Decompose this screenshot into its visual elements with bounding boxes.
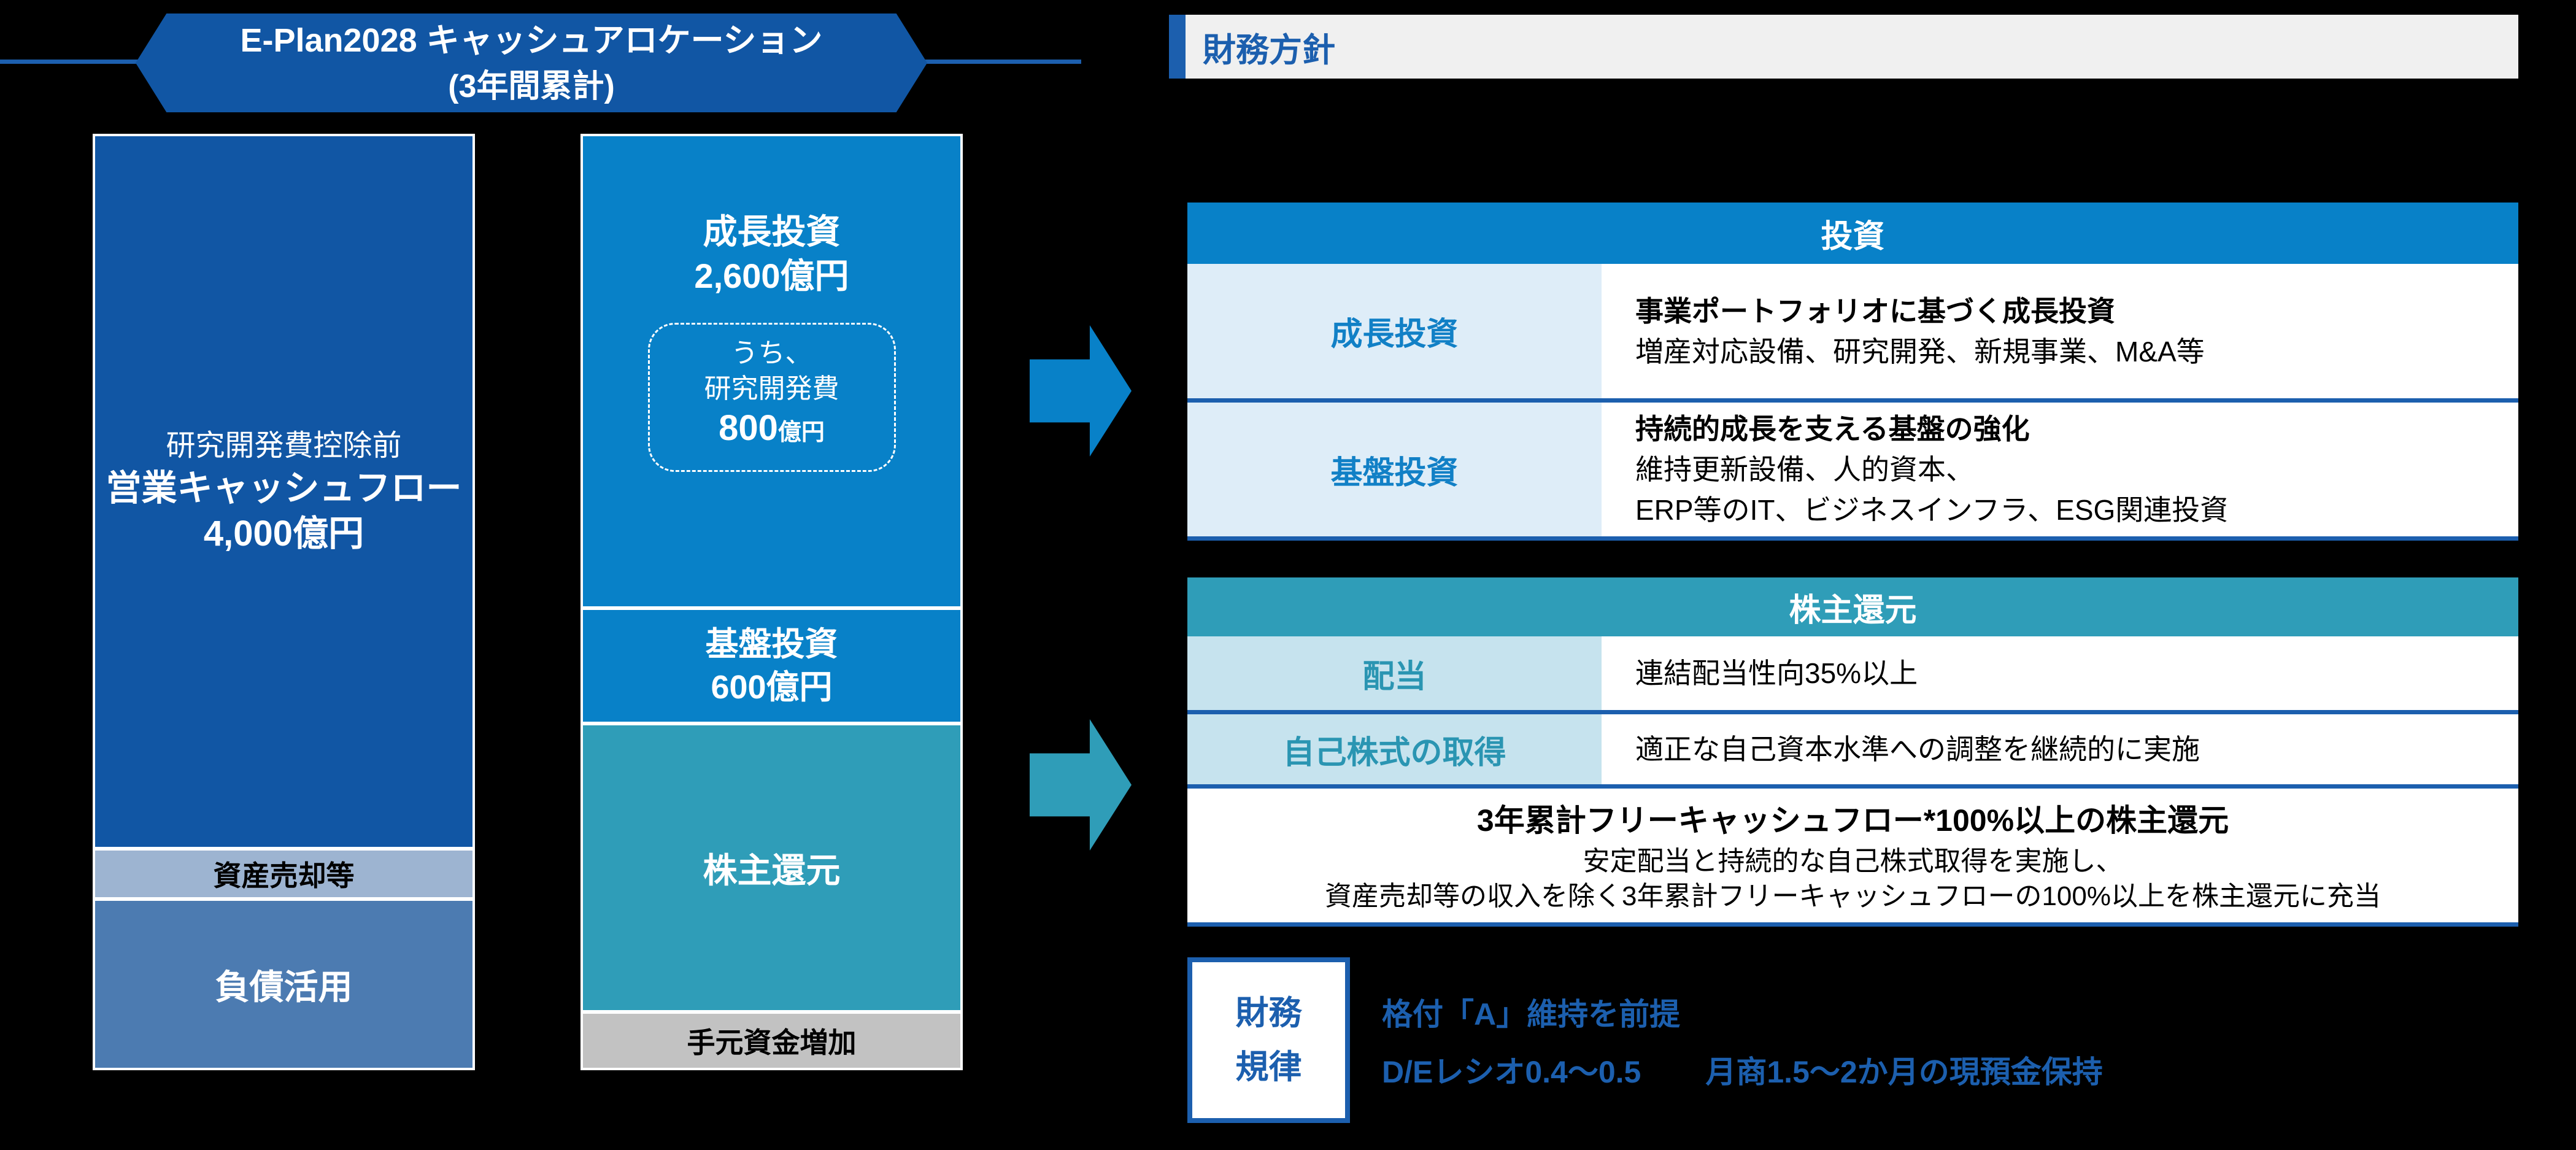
row-detail-line: 連結配当性向35%以上 bbox=[1635, 657, 1918, 689]
base-investment-segment: 基盤投資 600億円 bbox=[583, 610, 960, 722]
discipline-box-line2: 規律 bbox=[1235, 1049, 1302, 1086]
dividend-row-label: 配当 bbox=[1187, 636, 1602, 710]
row-detail-line: ERP等のIT、ビジネスインフラ、ESG関連投資 bbox=[1635, 494, 2229, 526]
rd-note-amount: 800億円 bbox=[719, 407, 825, 459]
cash-increase-segment: 手元資金増加 bbox=[583, 1014, 960, 1068]
growth-investment-row-detail: 事業ポートフォリオに基づく成長投資 増産対応設備、研究開発、新規事業、M&A等 bbox=[1602, 264, 2518, 398]
base-investment-row-label: 基盤投資 bbox=[1187, 403, 1602, 536]
investment-table: 投資 成長投資 事業ポートフォリオに基づく成長投資 増産対応設備、研究開発、新規… bbox=[1187, 203, 2518, 541]
row-detail-line: 適正な自己資本水準への調整を継続的に実施 bbox=[1635, 733, 2200, 765]
growth-investment-amount: 2,600億円 bbox=[694, 257, 849, 295]
arrow-to-investment-icon bbox=[1030, 325, 1132, 457]
row-detail-line: 維持更新設備、人的資本、 bbox=[1635, 453, 1974, 485]
dividend-row-detail: 連結配当性向35%以上 bbox=[1602, 636, 2518, 710]
base-investment-amount: 600億円 bbox=[711, 669, 833, 706]
growth-investment-row-label: 成長投資 bbox=[1187, 264, 1602, 398]
table-row: 基盤投資 持続的成長を支える基盤の強化 維持更新設備、人的資本、 ERP等のIT… bbox=[1187, 398, 2518, 536]
operating-cashflow-segment: 研究開発費控除前 営業キャッシュフロー 4,000億円 bbox=[95, 136, 472, 847]
rd-amount-unit: 億円 bbox=[777, 420, 825, 446]
discipline-note-cash-holding: 月商1.5～2か月の現預金保持 bbox=[1705, 1055, 2103, 1089]
share-buyback-row-detail: 適正な自己資本水準への調整を継続的に実施 bbox=[1602, 714, 2518, 784]
debt-utilization-segment: 負債活用 bbox=[95, 901, 472, 1068]
shareholder-return-table-header: 株主還元 bbox=[1187, 577, 2518, 636]
base-investment-row-detail: 持続的成長を支える基盤の強化 維持更新設備、人的資本、 ERP等のIT、ビジネス… bbox=[1602, 403, 2518, 536]
summary-line: 安定配当と持続的な自己株式取得を実施し、 bbox=[1583, 846, 2123, 876]
base-investment-label: 基盤投資 bbox=[705, 626, 838, 663]
rd-expense-note-box: うち、 研究開発費 800億円 bbox=[647, 323, 896, 472]
shareholder-return-summary: 3年累計フリーキャッシュフロー*100%以上の株主還元 安定配当と持続的な自己株… bbox=[1187, 784, 2518, 922]
discipline-note-rating: 格付「A」維持を前提 bbox=[1382, 997, 1681, 1032]
financial-policy-header: 財務方針 bbox=[1169, 15, 2518, 79]
operating-cashflow-note: 研究開発費控除前 bbox=[166, 430, 402, 462]
rd-note-line1: うち、 bbox=[731, 338, 812, 368]
table-row: 自己株式の取得 適正な自己資本水準への調整を継続的に実施 bbox=[1187, 710, 2518, 784]
rd-amount-number: 800 bbox=[719, 408, 778, 448]
row-detail-bold: 持続的成長を支える基盤の強化 bbox=[1635, 413, 2030, 445]
discipline-note-de-ratio: D/Eレシオ0.4～0.5 bbox=[1382, 1055, 1641, 1089]
operating-cashflow-amount: 4,000億円 bbox=[203, 514, 364, 554]
financial-policy-title: 財務方針 bbox=[1203, 31, 1335, 69]
arrow-to-shareholder-return-icon bbox=[1030, 719, 1132, 851]
banner-title-line1: E-Plan2028 キャッシュアロケーション bbox=[240, 21, 823, 59]
title-banner: E-Plan2028 キャッシュアロケーション (3年間累計) bbox=[136, 14, 927, 112]
summary-title: 3年累計フリーキャッシュフロー*100%以上の株主還元 bbox=[1476, 803, 2229, 838]
growth-investment-label: 成長投資 bbox=[703, 212, 841, 251]
cash-out-bar: 成長投資 2,600億円 うち、 研究開発費 800億円 基盤投資 600億円 … bbox=[580, 134, 963, 1070]
banner-title-line2: (3年間累計) bbox=[448, 68, 615, 104]
discipline-note-ratios: D/Eレシオ0.4～0.5 月商1.5～2か月の現預金保持 bbox=[1382, 1052, 2103, 1092]
row-detail-bold: 事業ポートフォリオに基づく成長投資 bbox=[1635, 295, 2115, 327]
shareholder-return-table: 株主還元 配当 連結配当性向35%以上 自己株式の取得 適正な自己資本水準への調… bbox=[1187, 577, 2518, 927]
operating-cashflow-label: 営業キャッシュフロー bbox=[106, 468, 462, 508]
table-row: 配当 連結配当性向35%以上 bbox=[1187, 636, 2518, 710]
row-detail-line: 増産対応設備、研究開発、新規事業、M&A等 bbox=[1635, 335, 2205, 368]
shareholder-return-segment: 株主還元 bbox=[583, 725, 960, 1010]
investment-table-header: 投資 bbox=[1187, 203, 2518, 264]
share-buyback-row-label: 自己株式の取得 bbox=[1187, 714, 1602, 784]
cash-in-bar: 研究開発費控除前 営業キャッシュフロー 4,000億円 資産売却等 負債活用 bbox=[93, 134, 475, 1070]
rd-note-line2: 研究開発費 bbox=[704, 374, 839, 404]
summary-line: 資産売却等の収入を除く3年累計フリーキャッシュフローの100%以上を株主還元に充… bbox=[1324, 881, 2381, 911]
discipline-box-line1: 財務 bbox=[1235, 995, 1302, 1032]
asset-sales-segment: 資産売却等 bbox=[95, 851, 472, 897]
table-row: 成長投資 事業ポートフォリオに基づく成長投資 増産対応設備、研究開発、新規事業、… bbox=[1187, 264, 2518, 398]
growth-investment-segment: 成長投資 2,600億円 うち、 研究開発費 800億円 bbox=[583, 136, 960, 606]
financial-discipline-box: 財務 規律 bbox=[1187, 957, 1350, 1123]
financial-discipline-notes: 格付「A」維持を前提 D/Eレシオ0.4～0.5 月商1.5～2か月の現預金保持 bbox=[1382, 994, 2103, 1092]
